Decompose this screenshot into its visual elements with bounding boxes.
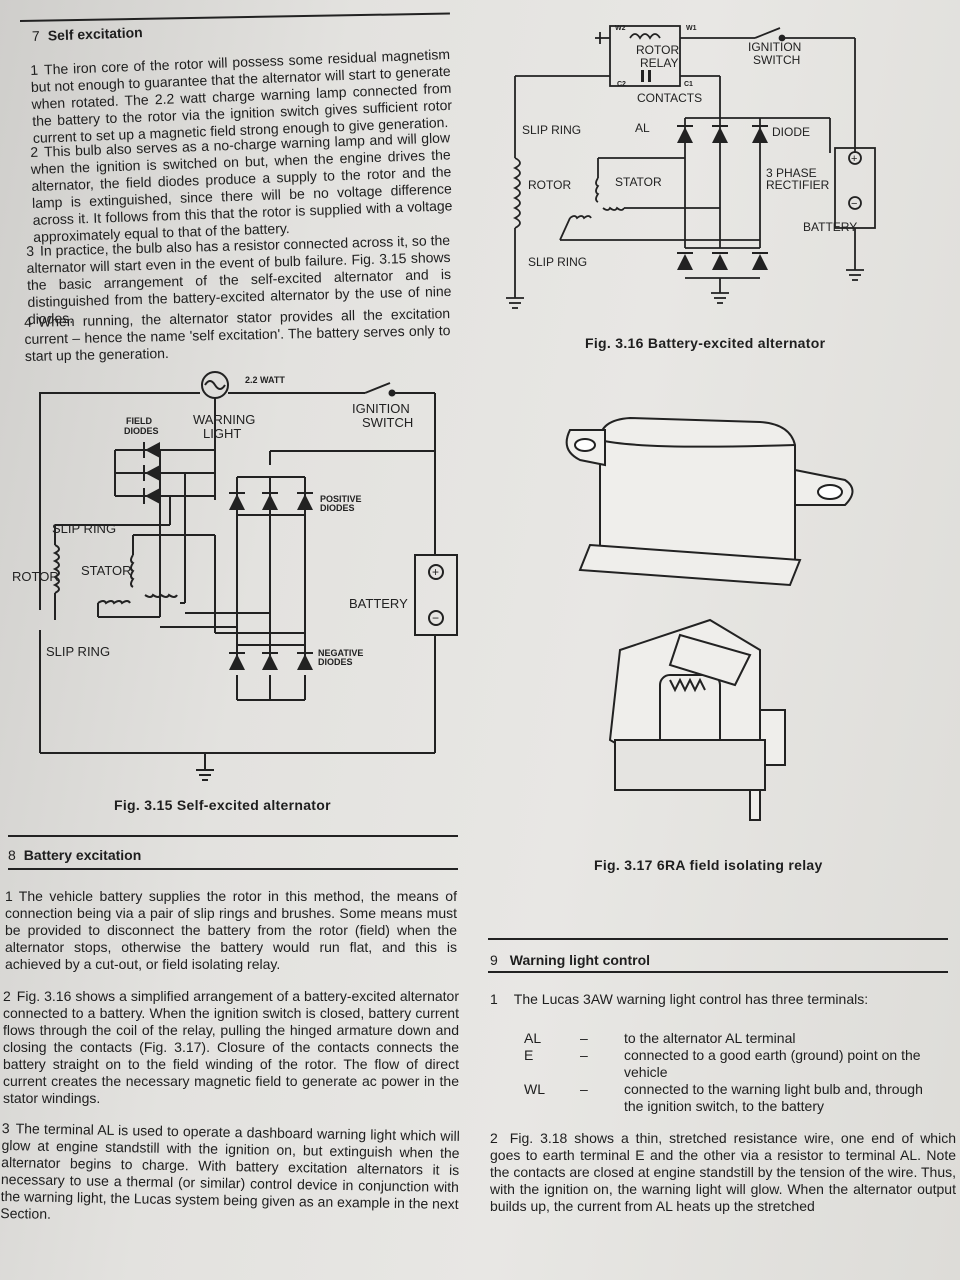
para-text: Fig. 3.18 shows a thin, stretched resist… bbox=[490, 1130, 956, 1214]
label-3-phase: 3 PHASE bbox=[766, 166, 817, 180]
terminal-code: E bbox=[524, 1047, 534, 1063]
section-7-number: 7 bbox=[31, 27, 41, 44]
label-rectifier: RECTIFIER bbox=[766, 178, 830, 192]
section-7-top-rule bbox=[19, 12, 450, 22]
section-9-title: Warning light control bbox=[509, 952, 651, 968]
label-contacts: CONTACTS bbox=[637, 91, 702, 105]
para-text: Fig. 3.16 shows a simplified arrangement… bbox=[3, 988, 459, 1106]
terminal-row-wl: WL – connected to the warning light bulb a… bbox=[524, 1081, 944, 1115]
para-text: The terminal AL is used to operate a das… bbox=[0, 1120, 460, 1222]
label-c2: C2 bbox=[617, 81, 626, 88]
terminal-row-al: AL – to the alternator AL terminal bbox=[524, 1030, 944, 1047]
label-slip-ring-top: SLIP RING bbox=[52, 521, 116, 536]
battery-minus: − bbox=[851, 198, 857, 210]
para-text: When running, the alternator stator prov… bbox=[24, 305, 451, 364]
battery-minus: − bbox=[432, 611, 439, 625]
terminal-code: AL bbox=[524, 1030, 542, 1046]
para-number: 2 bbox=[30, 143, 39, 160]
label-field-diodes: DIODES bbox=[124, 426, 159, 436]
label-negative: NEGATIVE bbox=[318, 648, 363, 658]
para-number: 2 bbox=[490, 1130, 498, 1146]
section-9-top-rule bbox=[488, 938, 948, 940]
fig-3-15-diagram: 2.2 WATT WARNING LIGHT FIELD DIODES IGNI… bbox=[12, 371, 458, 781]
para-number: 1 bbox=[490, 991, 498, 1007]
para-text: The Lucas 3AW warning light control has … bbox=[513, 991, 869, 1007]
fig-3-16-diagram: W2 W1 ROTOR RELAY C2 C1 CONTACTS IGNITIO… bbox=[506, 25, 876, 309]
fig-3-17-relay-illustration bbox=[565, 416, 854, 821]
label-al: AL bbox=[635, 121, 650, 135]
section-7-title: Self excitation bbox=[47, 24, 143, 44]
label-ignition: IGNITION bbox=[352, 401, 410, 416]
section-9-bottom-rule bbox=[488, 971, 948, 973]
label-slip-ring-bottom: SLIP RING bbox=[46, 644, 110, 659]
section-8-heading: 8 Battery excitation bbox=[8, 847, 141, 863]
para-number: 1 bbox=[30, 61, 39, 78]
label-warning: WARNING bbox=[193, 412, 255, 427]
label-stator: STATOR bbox=[81, 563, 132, 578]
section-9-heading: 9 Warning light control bbox=[490, 952, 650, 968]
para-text: This bulb also serves as a no-charge war… bbox=[30, 129, 453, 245]
terminal-desc: to the alternator AL terminal bbox=[624, 1030, 796, 1046]
terminal-row-e: E – connected to a good earth (ground) poi… bbox=[524, 1047, 944, 1081]
label-positive: POSITIVE bbox=[320, 494, 362, 504]
terminal-code: WL bbox=[524, 1081, 545, 1097]
label-slip-ring-top: SLIP RING bbox=[522, 123, 581, 137]
label-relay: RELAY bbox=[640, 56, 678, 70]
section-8-top-rule bbox=[8, 835, 458, 837]
label-switch: SWITCH bbox=[753, 53, 800, 67]
section-9-para-1: 1 The Lucas 3AW warning light control has… bbox=[490, 991, 950, 1008]
para-text: The vehicle battery supplies the rotor i… bbox=[5, 888, 457, 972]
label-negative-diodes: DIODES bbox=[318, 657, 353, 667]
terminal-dash: – bbox=[580, 1047, 588, 1063]
section-7-heading: 7 Self excitation bbox=[32, 24, 143, 44]
label-ignition: IGNITION bbox=[748, 40, 801, 54]
label-rotor: ROTOR bbox=[12, 569, 59, 584]
fig-3-15-caption: Fig. 3.15 Self-excited alternator bbox=[114, 797, 331, 813]
para-number: 3 bbox=[1, 1120, 10, 1137]
label-w1: W1 bbox=[686, 25, 697, 32]
section-8-bottom-rule bbox=[8, 868, 458, 870]
terminal-desc: connected to the warning light bulb and,… bbox=[624, 1081, 923, 1114]
para-number: 1 bbox=[5, 888, 13, 904]
para-number: 4 bbox=[24, 313, 33, 330]
label-watt: 2.2 WATT bbox=[245, 375, 285, 385]
section-9-number: 9 bbox=[490, 952, 498, 968]
section-8-number: 8 bbox=[8, 847, 16, 863]
label-rotor: ROTOR bbox=[528, 178, 571, 192]
label-w2: W2 bbox=[615, 25, 626, 32]
para-number: 3 bbox=[26, 242, 35, 259]
label-slip-ring-bottom: SLIP RING bbox=[528, 255, 587, 269]
label-battery: BATTERY bbox=[803, 220, 857, 234]
label-positive-diodes: DIODES bbox=[320, 503, 355, 513]
fig-3-16-caption: Fig. 3.16 Battery-excited alternator bbox=[585, 335, 826, 351]
fig-3-17-caption: Fig. 3.17 6RA field isolating relay bbox=[594, 857, 823, 873]
label-rotor-relay: ROTOR bbox=[636, 43, 679, 57]
terminal-dash: – bbox=[580, 1030, 588, 1046]
label-light: LIGHT bbox=[203, 426, 241, 441]
battery-plus: + bbox=[851, 153, 857, 165]
label-diode: DIODE bbox=[772, 125, 810, 139]
label-c1: C1 bbox=[684, 81, 693, 88]
label-stator: STATOR bbox=[615, 175, 662, 189]
terminal-dash: – bbox=[580, 1081, 588, 1097]
label-battery: BATTERY bbox=[349, 596, 408, 611]
battery-plus: + bbox=[432, 565, 439, 579]
section-8-title: Battery excitation bbox=[23, 847, 142, 863]
label-field: FIELD bbox=[126, 416, 152, 426]
label-switch: SWITCH bbox=[362, 415, 413, 430]
terminal-desc: connected to a good earth (ground) point… bbox=[624, 1047, 921, 1080]
para-number: 2 bbox=[3, 988, 11, 1004]
